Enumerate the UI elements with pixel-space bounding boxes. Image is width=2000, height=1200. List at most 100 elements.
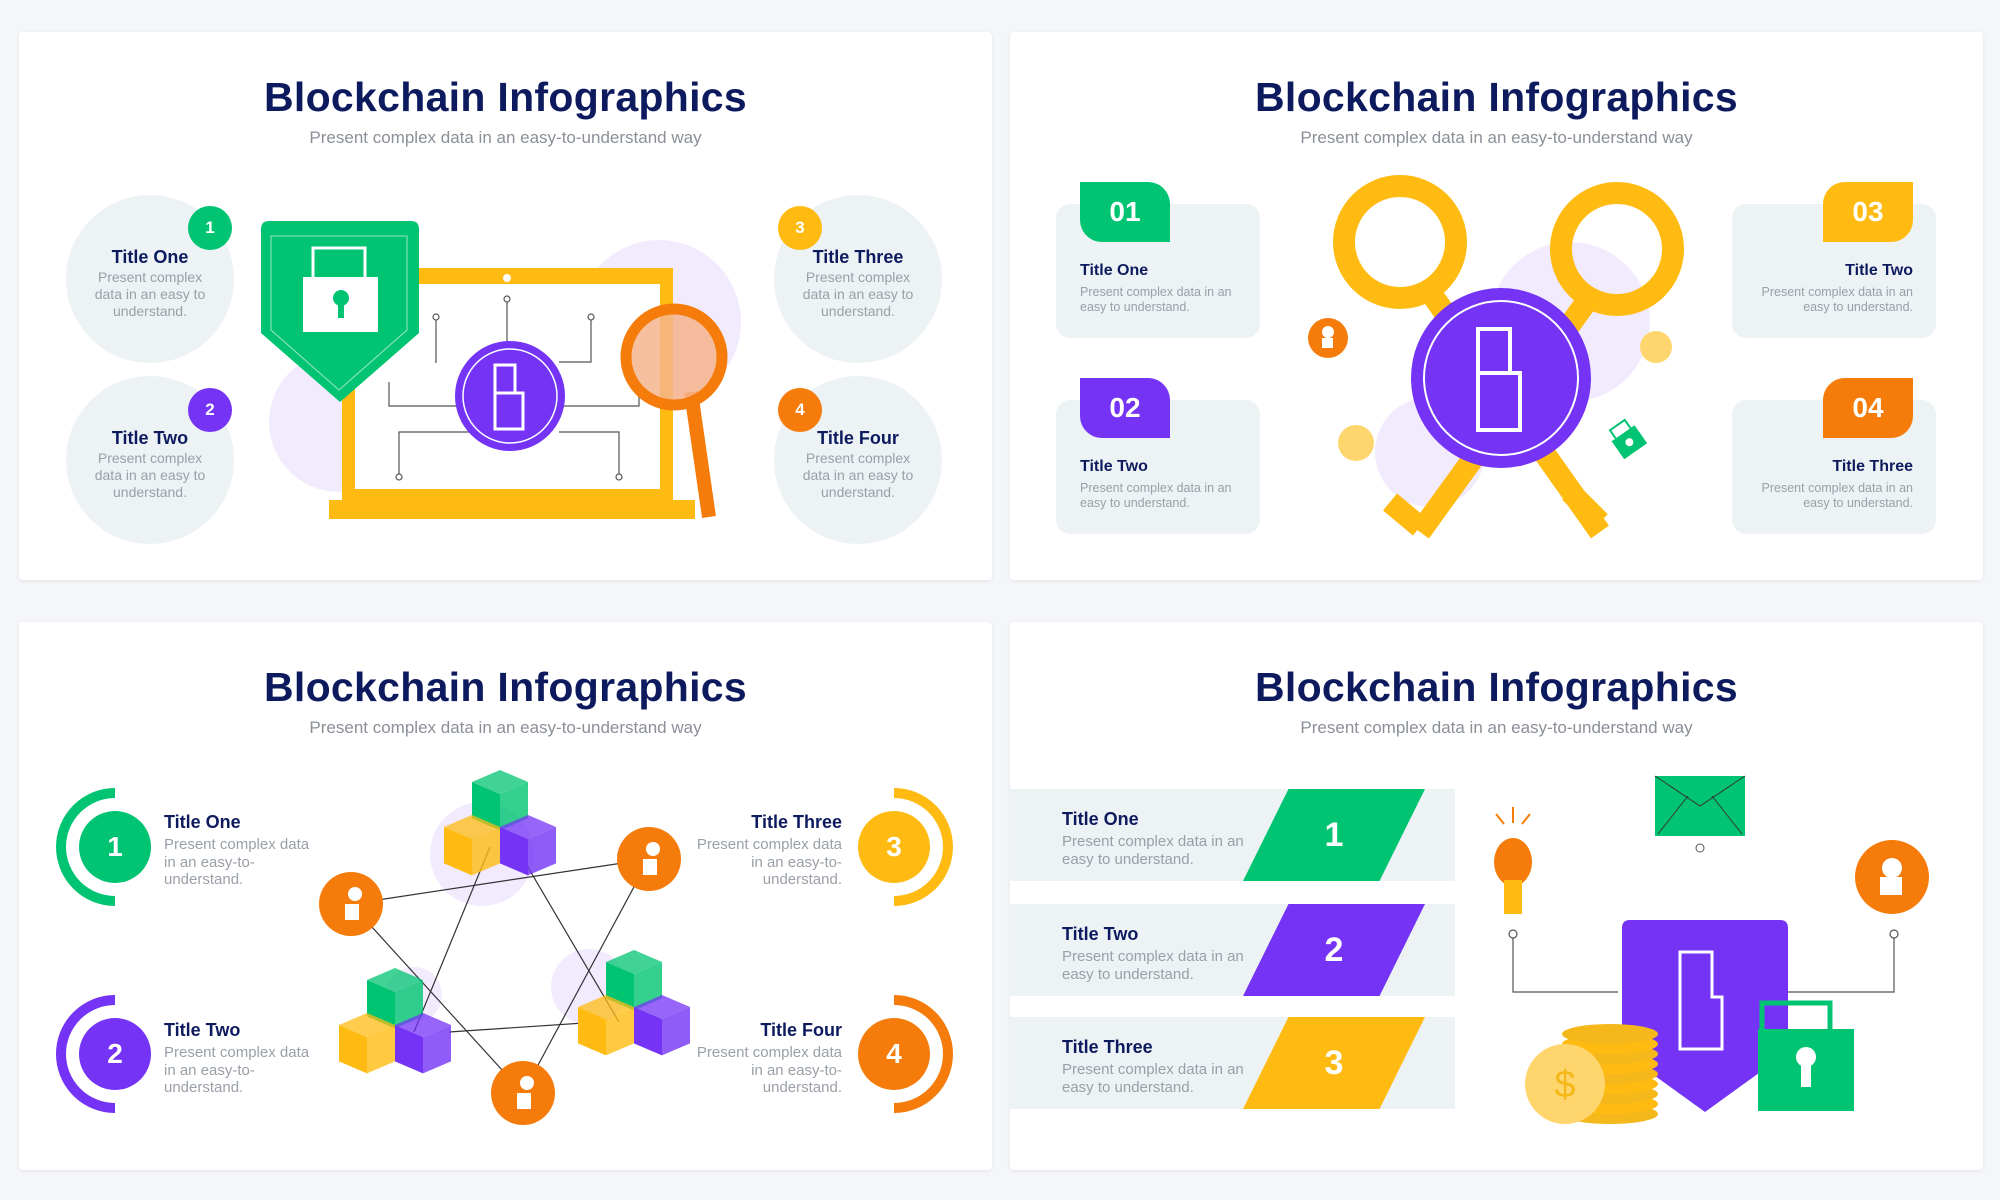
slide-subtitle: Present complex data in an easy-to-under… [1300,128,1693,147]
blockchain-b-icon [1411,288,1591,468]
cube-face [423,1025,451,1074]
coin-layer [1562,1054,1658,1074]
person-icon [617,827,681,891]
slide-title: Blockchain Infographics [1254,74,1739,120]
number-label: 1 [107,831,123,862]
cube-face [578,1007,606,1056]
item-title: Title Two [1062,924,1139,944]
slide-subtitle: Present complex data in an easy-to-under… [1300,718,1693,737]
svg-text:$: $ [1554,1064,1575,1106]
item-desc: Present complex data in an easy to under… [802,269,914,319]
item-title: Title One [1062,809,1139,829]
number-badge: 1 [188,206,232,250]
envelope-icon [1654,775,1746,853]
item-desc: Present complex data in an easy to under… [1761,481,1913,510]
cube-face [528,827,556,876]
cube-face [472,827,500,876]
lightbulb-icon [1494,807,1532,914]
coin-layer [1562,1104,1658,1124]
cube-face [339,1025,367,1074]
slide-2[interactable]: Blockchain Infographics Present complex … [1010,32,1983,580]
number-tab: 04 [1823,378,1913,438]
coin-layer [1562,1084,1658,1104]
block-cubes-icon [578,950,690,1056]
item-desc: Present complex data in an easy to under… [94,450,206,500]
coin-layer [1562,1094,1658,1114]
shield-lock-icon [261,221,419,402]
circuit-lines [388,295,640,481]
person-icon [491,1061,555,1125]
item-desc: Present complex data in an easy to under… [1062,833,1244,868]
slide-3[interactable]: Blockchain Infographics Present complex … [19,622,992,1170]
coin-icon [1338,425,1374,461]
slide-title: Blockchain Infographics [263,74,748,120]
number-label: 2 [107,1038,123,1069]
lock-icon [1608,418,1648,460]
item-title: Title One [111,247,189,267]
item-title: Title Four [817,428,899,448]
number-parallelogram: 1 [1243,789,1425,881]
block-network-illustration [56,770,953,1125]
number-label: 4 [886,1038,902,1069]
cube-face [500,827,528,876]
number-ring-2 [56,995,151,1113]
slide-subtitle: Present complex data in an easy-to-under… [309,718,702,737]
cube-face [367,1025,395,1074]
connector-lines [1508,929,1899,993]
coins-icon: $ [1525,1024,1658,1124]
slide-title: Blockchain Infographics [1254,664,1739,710]
item-desc: Present complex data in an easy-to-under… [696,1044,842,1096]
magnifier-icon [620,303,728,518]
number-ring-4 [858,995,953,1113]
network-lines [350,846,650,1094]
cube-face [634,1007,662,1056]
item-title[interactable]: Title Two [164,1020,241,1040]
coin-layer [1562,1024,1658,1044]
item-title: Title Two [111,428,189,448]
cube-face [606,1007,634,1056]
padlock-icon [1758,1000,1854,1111]
item-desc: Present complex data in an easy to under… [802,450,914,500]
item-desc: Present complex data in an easy to under… [1080,481,1232,510]
slide-1[interactable]: Blockchain Infographics Present complex … [19,32,992,580]
cube-face [444,827,472,876]
cube-face [395,1025,423,1074]
block-cubes-icon [339,968,451,1074]
slide-subtitle: Present complex data in an easy-to-under… [309,128,702,147]
bitcoin-icon [1855,840,1929,914]
coin-icon [1640,331,1672,363]
item-desc: Present complex data in an easy-to-under… [696,836,842,888]
number-label: 3 [886,831,902,862]
coin-layer [1562,1064,1658,1084]
item-desc: Present complex data in an easy-to-under… [164,1044,310,1096]
item-title[interactable]: Title Four [760,1020,842,1040]
item-desc: Present complex data in an easy to under… [1080,285,1232,314]
cube-face [662,1007,690,1056]
number-badge: 4 [778,388,822,432]
slide-4[interactable]: Blockchain Infographics Present complex … [1010,622,1983,1170]
coin-layer [1562,1034,1658,1054]
shield-b-icon [1622,920,1788,1112]
item-desc: Present complex data in an easy-to-under… [164,836,310,888]
keys-illustration [1308,175,1684,539]
item-desc: Present complex data in an easy to under… [1062,1061,1244,1096]
person-icon [319,872,383,936]
item-title[interactable]: Title Three [751,812,842,832]
item-title[interactable]: Title One [164,812,241,832]
item-title: Title Three [1062,1037,1153,1057]
item-desc: Present complex data in an easy to under… [1062,948,1244,983]
item-title: Title Two [1080,458,1148,475]
number-parallelogram: 2 [1243,904,1425,996]
number-ring-1 [56,788,151,906]
security-laptop-illustration [261,221,741,519]
item-desc: Present complex data in an easy to under… [1761,285,1913,314]
block-cubes-icon [444,770,556,876]
number-tab: 01 [1080,182,1170,242]
number-badge: 3 [778,206,822,250]
number-tab: 03 [1823,182,1913,242]
number-parallelogram: 3 [1243,1017,1425,1109]
item-title: Title Two [1845,262,1913,279]
